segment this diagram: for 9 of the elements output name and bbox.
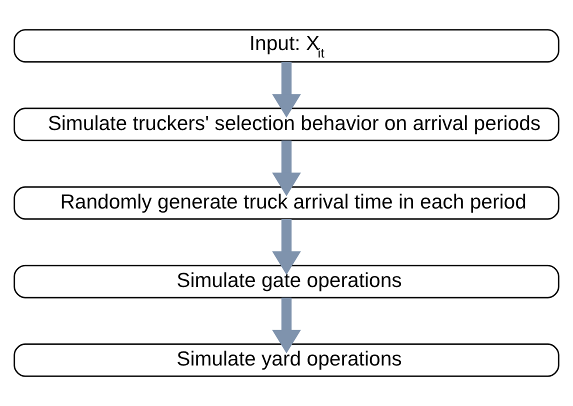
node-box: Randomly generate truck arrival time in each period (14, 186, 560, 220)
arrow (272, 140, 301, 196)
node-box: Simulate truckers' selection behavior on arrival periods (14, 108, 560, 142)
arrow (272, 219, 301, 275)
arrow (272, 298, 301, 354)
node-box: Simulate gate operations (14, 264, 560, 298)
arrow (272, 62, 301, 118)
node-box: Input: X$_{it}$ (14, 29, 560, 63)
node-box: Simulate yard operations (14, 343, 560, 377)
